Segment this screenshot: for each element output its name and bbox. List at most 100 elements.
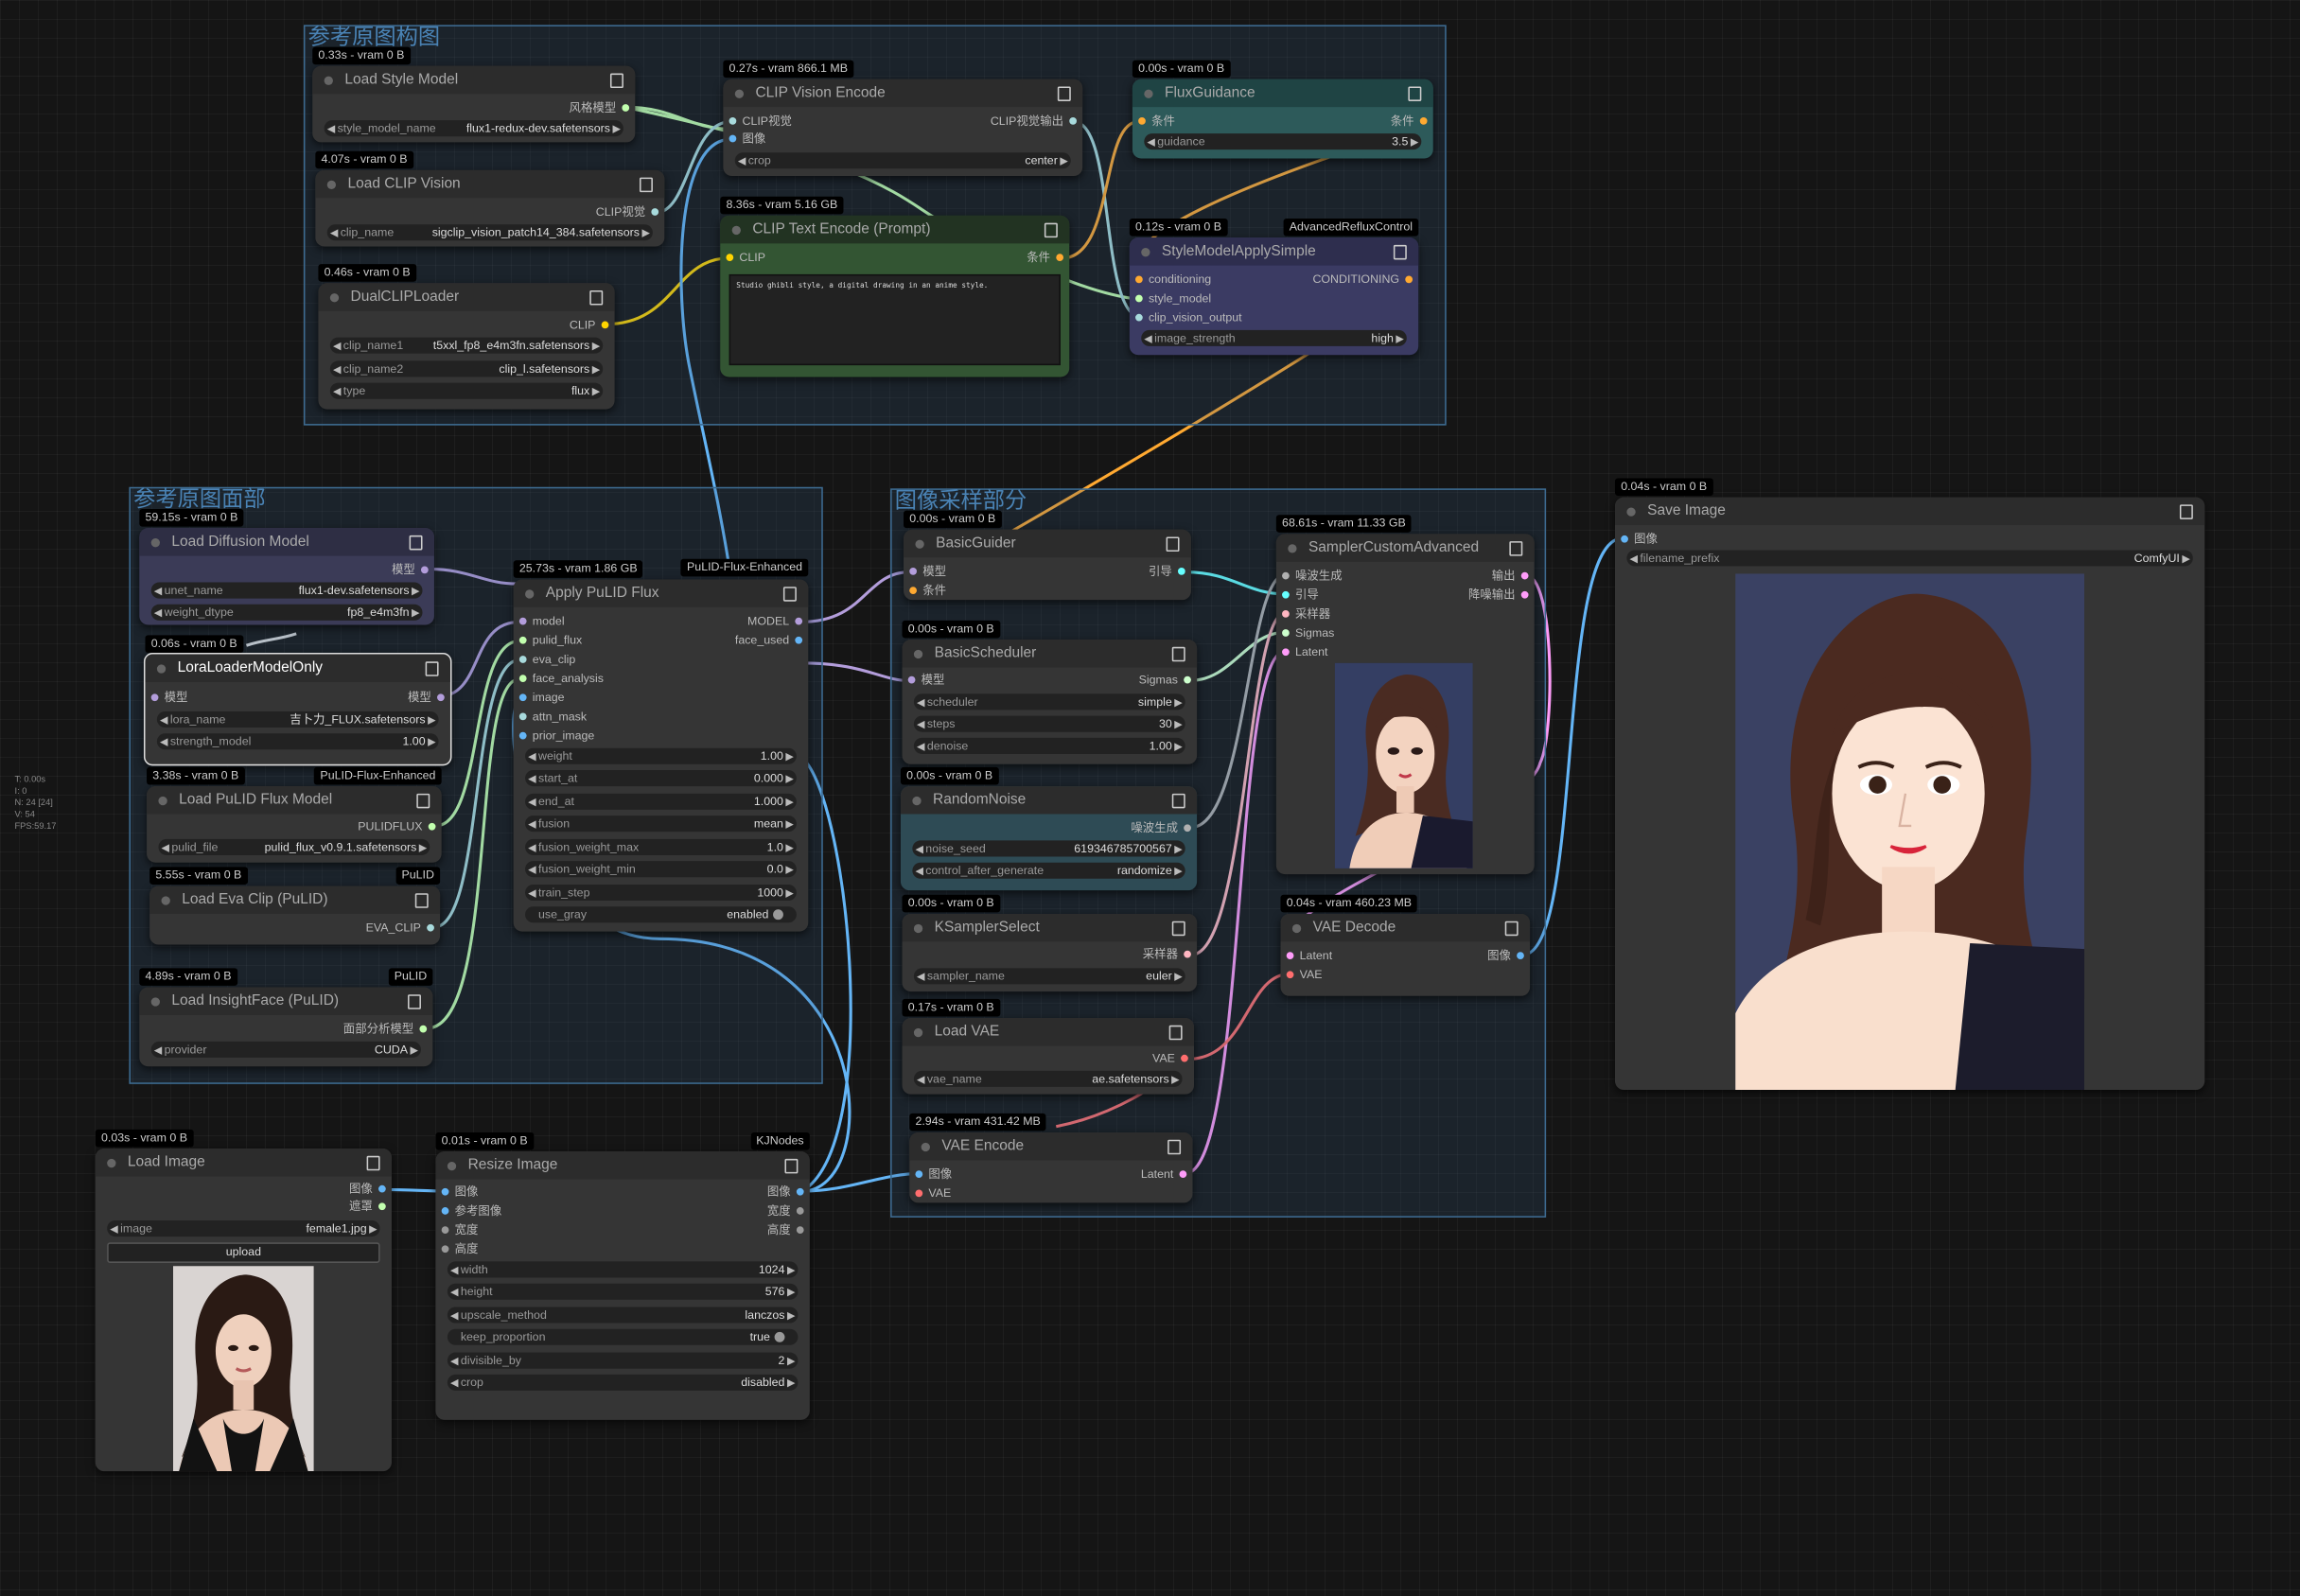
input-slot[interactable]: 图像 (1621, 532, 1658, 546)
input-slot[interactable]: conditioning (1135, 272, 1212, 287)
node-header[interactable]: Load Eva Clip (PuLID) (149, 886, 441, 914)
node-resize-image[interactable]: 0.01s - vram 0 B KJNodes Resize Image 图像… (435, 1131, 810, 1420)
collapse-dot[interactable] (915, 538, 924, 549)
collapse-dot[interactable] (913, 649, 923, 658)
doc-icon[interactable] (639, 177, 653, 193)
input-slot[interactable]: prior_image (518, 728, 595, 743)
doc-icon[interactable] (784, 1158, 799, 1174)
collapse-dot[interactable] (150, 996, 160, 1006)
node-header[interactable]: LoraLoaderModelOnly (145, 654, 450, 682)
collapse-dot[interactable] (156, 663, 167, 673)
prompt-textarea[interactable]: Studio ghibli style, a digital drawing i… (729, 273, 1061, 366)
doc-icon[interactable] (1171, 921, 1185, 937)
node-header[interactable]: VAE Decode (1280, 913, 1531, 942)
doc-icon[interactable] (1504, 921, 1519, 937)
output-slot[interactable]: 宽度 (766, 1203, 804, 1218)
doc-icon[interactable] (425, 661, 439, 676)
node-load-eva-clip[interactable]: 5.55s - vram 0 B PuLID Load Eva Clip (Pu… (149, 867, 441, 945)
input-slot[interactable]: 参考图像 (441, 1203, 502, 1218)
doc-icon[interactable] (1408, 86, 1422, 101)
input-slot[interactable]: VAE (915, 1186, 952, 1201)
node-load-pulid-model[interactable]: 3.38s - vram 0 B PuLID-Flux-Enhanced Loa… (147, 766, 442, 863)
toggle-knob[interactable] (773, 909, 783, 921)
node-clip-text-encode[interactable]: 8.36s - vram 5.16 GB CLIP Text Encode (P… (720, 196, 1070, 377)
doc-icon[interactable] (782, 587, 797, 602)
input-slot[interactable]: 模型 (907, 673, 945, 687)
doc-icon[interactable] (1393, 244, 1407, 260)
output-slot[interactable]: 降噪输出 (1467, 588, 1529, 602)
node-sampler-custom-advanced[interactable]: 68.61s - vram 11.33 GB SamplerCustomAdva… (1275, 515, 1535, 875)
input-slot[interactable]: clip_vision_output (1135, 310, 1242, 324)
input-slot[interactable]: 噪波生成 (1282, 569, 1343, 583)
node-header[interactable]: BasicGuider (904, 529, 1191, 558)
node-header[interactable]: Load InsightFace (PuLID) (139, 987, 433, 1015)
node-header[interactable]: Load Style Model (312, 65, 636, 95)
output-slot[interactable]: 条件 (1027, 251, 1064, 265)
input-slot[interactable]: CLIP (726, 251, 765, 265)
node-header[interactable]: Load CLIP Vision (315, 169, 665, 199)
node-load-vae[interactable]: 0.17s - vram 0 B Load VAE VAE vae_nameae… (902, 998, 1195, 1095)
output-slot[interactable]: 采样器 (1142, 947, 1191, 961)
collapse-dot[interactable] (329, 292, 340, 302)
output-slot[interactable]: 图像 (766, 1184, 804, 1199)
node-vae-encode[interactable]: 2.94s - vram 431.42 MB VAE Encode 图像 VAE… (909, 1113, 1193, 1203)
output-slot[interactable]: MODEL (747, 614, 804, 628)
node-header[interactable]: Load PuLID Flux Model (147, 786, 442, 815)
node-header[interactable]: StyleModelApplySimple (1129, 237, 1419, 266)
output-slot[interactable]: 高度 (766, 1223, 804, 1237)
doc-icon[interactable] (1171, 646, 1185, 662)
node-basic-guider[interactable]: 0.00s - vram 0 B BasicGuider 模型 条件 引导 (904, 510, 1191, 601)
node-ksampler-select[interactable]: 0.00s - vram 0 B KSamplerSelect 采样器 samp… (902, 894, 1198, 992)
input-slot[interactable]: attn_mask (518, 710, 588, 724)
collapse-dot[interactable] (913, 1027, 923, 1037)
output-slot[interactable]: 图像 (348, 1182, 386, 1196)
input-slot[interactable]: 条件 (1138, 114, 1175, 128)
output-slot[interactable]: 风格模型 (569, 100, 630, 114)
output-slot[interactable]: Sigmas (1138, 673, 1191, 687)
node-basic-scheduler[interactable]: 0.00s - vram 0 B BasicScheduler 模型 Sigma… (902, 620, 1198, 764)
node-vae-decode[interactable]: 0.04s - vram 460.23 MB VAE Decode Latent… (1280, 894, 1531, 996)
input-slot[interactable]: face_analysis (518, 672, 604, 686)
node-style-model-apply[interactable]: 0.12s - vram 0 B AdvancedRefluxControl S… (1129, 219, 1419, 356)
input-slot[interactable]: 图像 (915, 1167, 953, 1182)
node-header[interactable]: CLIP Vision Encode (723, 79, 1083, 108)
input-slot[interactable]: image (518, 691, 565, 705)
widget-clip-name[interactable]: clip_namesigclip_vision_patch14_384.safe… (326, 224, 653, 241)
widget-end-at[interactable]: end_at1.000 (525, 793, 797, 810)
collapse-dot[interactable] (1626, 506, 1636, 517)
node-header[interactable]: FluxGuidance (1132, 79, 1433, 108)
doc-icon[interactable] (609, 73, 623, 89)
output-slot[interactable]: 模型 (391, 563, 429, 577)
output-slot[interactable]: 图像 (1487, 949, 1524, 963)
collapse-dot[interactable] (1288, 543, 1297, 552)
doc-icon[interactable] (1509, 541, 1523, 556)
node-load-clip-vision[interactable]: 4.07s - vram 0 B Load CLIP Vision CLIP视觉… (315, 150, 665, 247)
collapse-dot[interactable] (525, 588, 535, 598)
input-slot[interactable]: 图像 (729, 132, 766, 146)
node-lora-loader[interactable]: 0.06s - vram 0 B LoraLoaderModelOnly 模型 … (143, 635, 452, 766)
widget-divisible-by[interactable]: divisible_by2 (447, 1352, 799, 1369)
collapse-dot[interactable] (734, 88, 745, 98)
input-slot[interactable]: pulid_flux (518, 633, 583, 647)
input-slot[interactable]: Latent (1281, 645, 1328, 659)
node-header[interactable]: SamplerCustomAdvanced (1275, 534, 1535, 562)
input-slot[interactable]: model (518, 614, 565, 628)
widget-style-model-name[interactable]: style_model_nameflux1-redux-dev.safetens… (324, 120, 623, 137)
